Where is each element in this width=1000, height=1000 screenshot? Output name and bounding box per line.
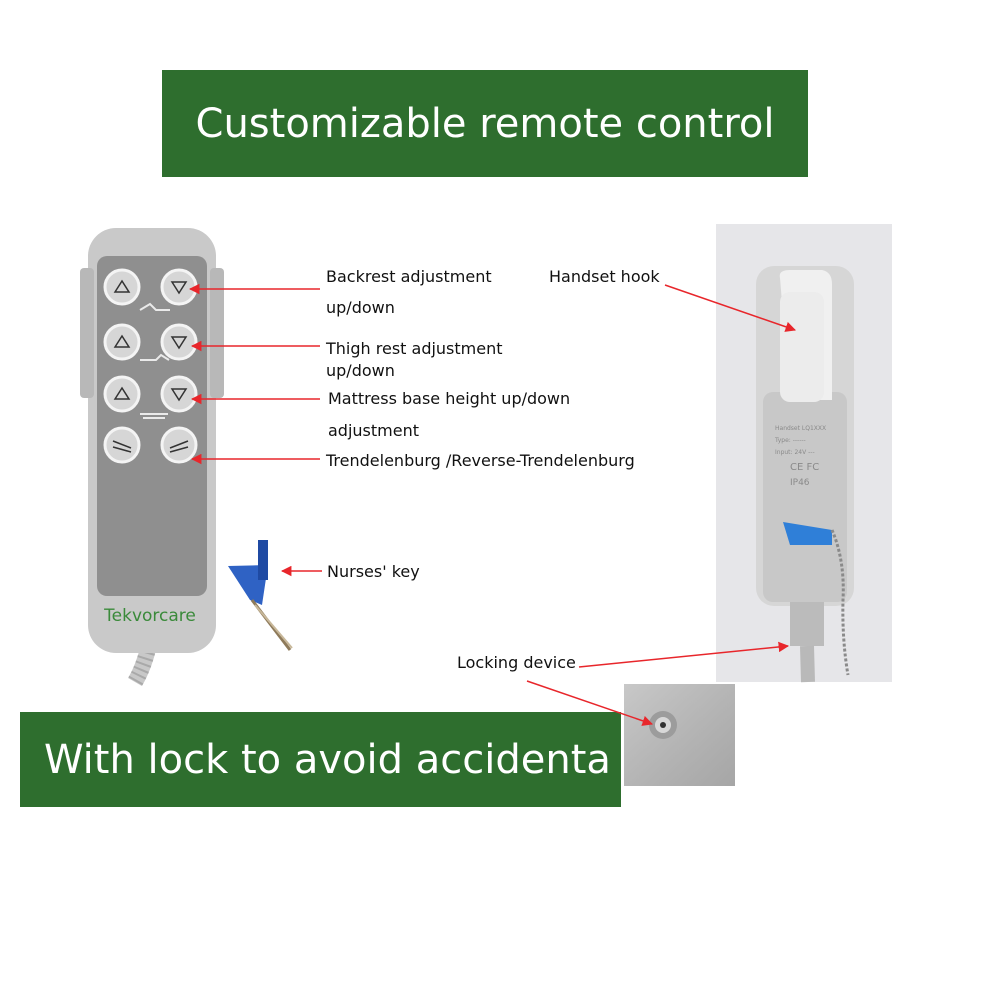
backrest-label-line2: up/down <box>326 298 395 317</box>
remote-button-trendelenburg[interactable] <box>103 426 141 464</box>
svg-text:Handset LQ1XXX: Handset LQ1XXX <box>775 425 826 432</box>
down-arrow-icon <box>170 281 188 295</box>
trendelenburg-label: Trendelenburg /Reverse-Trendelenburg <box>326 451 635 470</box>
remote-brand: Tekvorcare <box>103 606 196 626</box>
lock-closeup-photo <box>624 684 735 786</box>
up-arrow-icon <box>113 279 131 293</box>
bottom-banner: With lock to avoid accidenta <box>20 712 621 807</box>
top-banner: Customizable remote control <box>162 70 808 177</box>
remote-button-down-arrow[interactable] <box>160 375 198 413</box>
thigh-label-line1: Thigh rest adjustment <box>326 339 503 358</box>
mattress-label-line2: adjustment <box>328 421 419 440</box>
nurses-key-photo <box>228 540 293 651</box>
svg-text:Input: 24V ---: Input: 24V --- <box>775 449 815 456</box>
remote-button-up-arrow[interactable] <box>103 375 141 413</box>
remote-button-down-arrow[interactable] <box>160 323 198 361</box>
svg-text:Type: ------: Type: ------ <box>774 437 806 444</box>
up-arrow-icon <box>113 386 131 400</box>
remote-button-reverse-trendelenburg[interactable] <box>160 426 198 464</box>
locking-device-label: Locking device <box>457 653 576 672</box>
pointer-arrows <box>188 283 796 726</box>
svg-text:CE FC: CE FC <box>790 462 819 473</box>
handset-hook-label: Handset hook <box>549 267 660 286</box>
down-arrow-icon <box>170 388 188 402</box>
trendelenburg-icon <box>112 440 132 453</box>
remote-button-up-arrow[interactable] <box>103 268 141 306</box>
thigh-label-line2: up/down <box>326 361 395 380</box>
nurses-key-label: Nurses' key <box>327 562 420 581</box>
handset-hook-photo: Handset LQ1XXX Type: ------ Input: 24V -… <box>716 224 892 683</box>
reverse-trendelenburg-icon <box>169 440 189 453</box>
svg-text:IP46: IP46 <box>790 478 810 488</box>
backrest-label-line1: Backrest adjustment <box>326 267 492 286</box>
up-arrow-icon <box>113 334 131 348</box>
down-arrow-icon <box>170 336 188 350</box>
bottom-banner-text: With lock to avoid accidenta <box>44 736 611 783</box>
remote-button-up-arrow[interactable] <box>103 323 141 361</box>
top-banner-text: Customizable remote control <box>195 100 775 147</box>
mattress-label-line1: Mattress base height up/down <box>328 389 571 408</box>
remote-button-down-arrow[interactable] <box>160 268 198 306</box>
